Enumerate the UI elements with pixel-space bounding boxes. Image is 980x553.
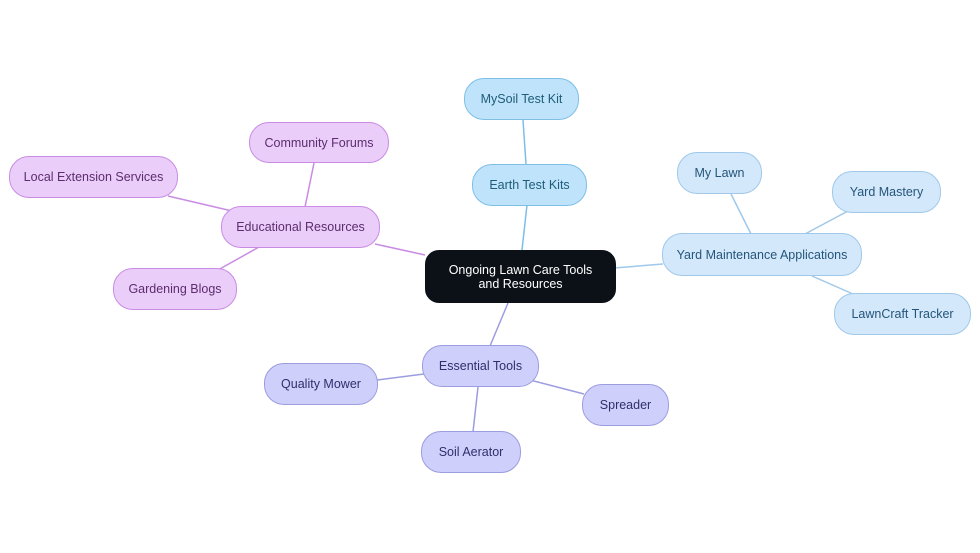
node-label: Earth Test Kits <box>489 178 570 192</box>
edge-tools-aerator <box>472 386 479 433</box>
node-label: My Lawn <box>694 166 745 180</box>
edge-yard-mylawn <box>730 193 752 235</box>
node-mysoil-test-kit: MySoil Test Kit <box>464 78 579 120</box>
node-label: Gardening Blogs <box>128 282 222 296</box>
node-label: Spreader <box>599 398 652 412</box>
edge-yard-mastery <box>804 210 849 235</box>
edge-yard-lawncraft <box>811 275 854 295</box>
node-label: Yard Mastery <box>849 185 924 199</box>
edge-tools-spreader <box>529 379 585 395</box>
node-soil-aerator: Soil Aerator <box>421 431 521 473</box>
node-lawncraft-tracker: LawnCraft Tracker <box>834 293 971 335</box>
edge-root-tools <box>489 302 509 347</box>
node-label: Local Extension Services <box>23 170 164 184</box>
node-label: Yard Maintenance Applications <box>676 247 848 262</box>
edge-educational-community <box>304 162 315 208</box>
node-yard-maintenance-applications: Yard Maintenance Applications <box>662 233 862 276</box>
node-label: Educational Resources <box>236 220 365 234</box>
node-label: MySoil Test Kit <box>480 92 563 106</box>
edge-earth-mysoil <box>522 119 527 165</box>
edge-root-educational <box>374 243 426 256</box>
node-local-extension-services: Local Extension Services <box>9 156 178 198</box>
edge-educational-extension <box>167 195 233 212</box>
node-label: Essential Tools <box>438 359 523 373</box>
node-label: LawnCraft Tracker <box>851 307 954 321</box>
root-node: Ongoing Lawn Care Tools and Resources <box>425 250 616 303</box>
node-spreader: Spreader <box>582 384 669 426</box>
edge-tools-mower <box>376 373 425 381</box>
node-quality-mower: Quality Mower <box>264 363 378 405</box>
node-yard-mastery: Yard Mastery <box>832 171 941 213</box>
edge-root-yard <box>613 263 664 269</box>
node-label: Soil Aerator <box>438 445 504 459</box>
node-community-forums: Community Forums <box>249 122 389 163</box>
node-gardening-blogs: Gardening Blogs <box>113 268 237 310</box>
node-essential-tools: Essential Tools <box>422 345 539 387</box>
edge-root-earth <box>521 204 528 251</box>
node-label: Community Forums <box>264 135 374 150</box>
root-label: Ongoing Lawn Care Tools and Resources <box>448 262 593 291</box>
node-educational-resources: Educational Resources <box>221 206 380 248</box>
node-label: Quality Mower <box>281 377 361 391</box>
node-earth-test-kits: Earth Test Kits <box>472 164 587 206</box>
node-my-lawn: My Lawn <box>677 152 762 194</box>
edge-educational-blogs <box>217 246 260 271</box>
